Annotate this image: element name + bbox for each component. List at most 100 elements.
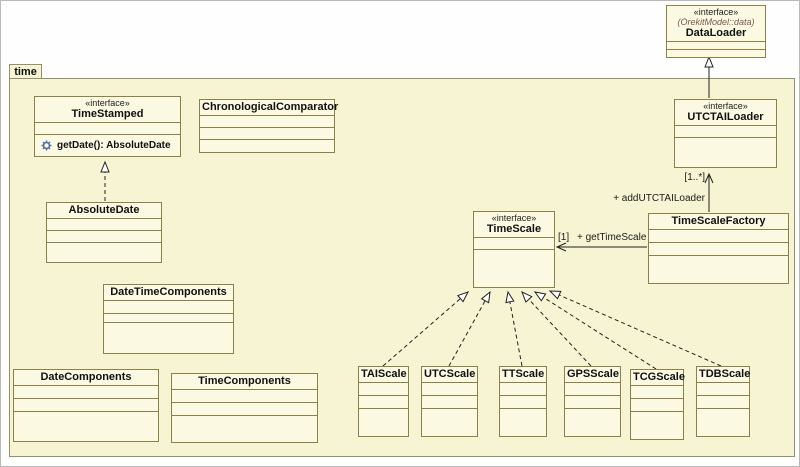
stereotype-label: «interface» [85,98,130,108]
operations-compartment: getDate(): AbsoluteDate [35,134,180,156]
class-ttscale: TTScale [499,366,547,437]
attributes-compartment [474,237,554,249]
operations-compartment [359,395,408,408]
operations-compartment [474,249,554,287]
attributes-compartment [172,389,317,402]
class-title: TimeComponents [172,374,317,389]
class-timescale: «interface» TimeScale [473,211,555,288]
class-title: AbsoluteDate [47,203,161,218]
class-timestamped: «interface» TimeStamped getDate(): Absol… [34,96,181,157]
class-title: TimeScaleFactory [649,214,788,229]
attributes-compartment [104,300,233,313]
operations-compartment [675,137,776,167]
extra-compartment [359,408,408,436]
extra-compartment [697,408,749,436]
stereotype-label: «interface» [491,213,537,223]
extra-compartment [104,322,233,353]
gear-icon [41,140,52,151]
realization-gpsscale-timescale [521,291,592,367]
operations-compartment [14,398,158,411]
operations-compartment [500,395,546,408]
class-name: GPSScale [567,368,619,380]
class-name: TAIScale [361,368,407,380]
class-name: DataLoader [685,27,747,39]
operations-compartment [200,127,334,139]
class-name: TimeStamped [71,108,144,120]
class-title: TCGScale [631,370,685,385]
association-label-gettimescale: + getTimeScale [577,232,647,243]
class-title: «interface» UTCTAILoader [675,100,776,125]
class-name: TTScale [502,368,545,380]
attributes-compartment [697,382,749,395]
attributes-compartment [649,229,788,242]
class-title: DateComponents [14,370,158,385]
class-tcgscale: TCGScale [630,369,685,440]
attributes-compartment [359,382,408,395]
realization-tcgscale-timescale [533,291,657,370]
association-label-addutctailoader: + addUTCTAILoader [613,193,705,204]
class-title: «interface» TimeStamped [35,97,180,122]
attributes-compartment [14,385,158,398]
realization-ttscale-timescale [505,290,523,367]
attributes-compartment [47,218,161,230]
class-chronologicalcomparator: ChronologicalComparator [199,99,339,153]
class-name: TDBScale [699,368,751,380]
class-taiscale: TAIScale [358,366,409,437]
operations-compartment [565,395,620,408]
realization-utcscale-timescale [448,290,491,367]
class-name: TimeScaleFactory [671,215,766,227]
operations-compartment [667,49,765,57]
attributes-compartment [200,115,334,127]
operations-compartment [649,242,788,255]
class-name: TCGScale [633,371,685,383]
class-name: TimeScale [486,223,542,235]
class-name: DateComponents [40,371,132,383]
multiplicity-label-one: [1] [558,232,570,243]
realization-tdbscale-timescale [548,290,722,367]
class-utctailoader: «interface» UTCTAILoader [674,99,777,168]
class-name: UTCScale [424,368,476,380]
attributes-compartment [422,382,477,395]
class-title: DateTimeComponents [104,285,233,300]
class-timescalefactory: TimeScaleFactory [648,213,789,284]
operations-compartment [47,230,161,242]
class-name: ChronologicalComparator [202,101,339,113]
operations-compartment [697,395,749,408]
class-name: AbsoluteDate [68,204,140,216]
extra-compartment [422,408,477,436]
stereotype-label: «interface» [703,101,748,111]
class-title: GPSScale [565,367,620,382]
attributes-compartment [631,385,683,398]
extra-compartment [14,411,158,441]
class-title: TAIScale [359,367,408,382]
class-tdbscale: TDBScale [696,366,750,437]
class-name: TimeComponents [198,375,291,387]
stereotype-label: «interface» [693,7,739,17]
extra-compartment [649,255,788,283]
operation-label: getDate(): AbsoluteDate [57,140,171,151]
extra-compartment [200,139,334,152]
extra-compartment [172,415,317,442]
extra-compartment [565,408,620,436]
attributes-compartment [667,41,765,49]
operations-compartment [172,402,317,415]
model-reference-label: (OrekitModel::data) [677,17,755,27]
class-datetimecomponents: DateTimeComponents [103,284,234,354]
class-name: UTCTAILoader [687,111,764,123]
extra-compartment [500,408,546,436]
class-title: UTCScale [422,367,477,382]
class-absolutedate: AbsoluteDate [46,202,162,263]
operations-compartment [422,395,477,408]
realization-taiscale-timescale [382,291,470,367]
class-gpsscale: GPSScale [564,366,621,437]
operations-compartment [104,313,233,322]
attributes-compartment [565,382,620,395]
extra-compartment [47,242,161,262]
class-title: «interface» TimeScale [474,212,554,237]
class-dataloader: «interface» (OrekitModel::data) DataLoad… [666,5,766,58]
class-datecomponents: DateComponents [13,369,159,442]
class-title: TTScale [500,367,546,382]
attributes-compartment [35,122,180,134]
